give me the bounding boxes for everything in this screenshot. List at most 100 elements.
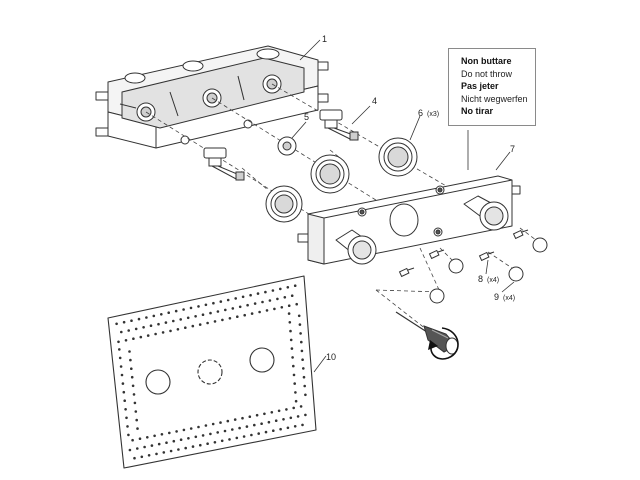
perforation-dot	[292, 364, 295, 368]
perforation-dot	[136, 427, 139, 430]
cover-plate-perforation-dots	[115, 284, 307, 460]
perforation-dot	[209, 432, 212, 436]
notice-line-spanish: No tirar	[461, 106, 494, 117]
perforation-dot	[290, 294, 294, 298]
notice-line-german: Nicht wegwerfen	[461, 93, 528, 104]
leader-lines	[291, 39, 515, 373]
perforation-dot	[282, 418, 285, 421]
perforation-dot	[289, 329, 292, 333]
perforation-dot	[189, 306, 193, 310]
perforation-dot	[121, 382, 125, 385]
perforation-dot	[279, 287, 282, 291]
perforation-dot	[257, 432, 261, 435]
perforation-dot	[199, 443, 202, 447]
perforation-dot	[290, 347, 294, 350]
perforation-dot	[209, 311, 212, 315]
screws	[398, 229, 529, 278]
perforation-dot	[194, 435, 198, 439]
perforation-dot	[292, 373, 296, 377]
perforation-dot	[155, 452, 158, 456]
cover-plate-hole-right	[249, 347, 275, 373]
perforation-dot	[172, 319, 175, 323]
perforation-dot	[234, 297, 237, 300]
perforation-dot	[161, 331, 165, 334]
perforation-dot	[131, 438, 134, 442]
perforation-dot	[212, 301, 215, 305]
perforation-dot	[169, 449, 173, 453]
perforation-dot	[289, 416, 293, 420]
screw-cap	[532, 237, 548, 253]
perforation-dot	[241, 295, 245, 299]
perforation-dot	[168, 431, 171, 435]
perforation-dot	[115, 322, 118, 326]
perforation-dot	[126, 425, 129, 428]
cover-plate-hole-center	[197, 359, 223, 385]
perforation-dot	[147, 454, 151, 457]
perforation-dot	[302, 375, 306, 379]
notice-line-italian: Non buttare	[461, 56, 512, 66]
perforation-dot	[268, 299, 272, 302]
callout-6: 6	[418, 108, 423, 118]
perforation-dot	[300, 349, 304, 353]
perforation-dot	[293, 284, 297, 288]
callout-10: 10	[326, 352, 336, 362]
perforation-dot	[270, 411, 274, 414]
perforation-dot	[213, 320, 217, 323]
rosette-ring	[310, 154, 350, 194]
perforation-dot	[233, 418, 237, 421]
perforation-dot	[127, 329, 130, 332]
perforation-dot	[128, 350, 131, 353]
perforation-dot	[243, 313, 246, 317]
perforation-dot	[191, 324, 195, 328]
screw-caps	[429, 237, 548, 304]
perforation-dot	[300, 340, 303, 344]
perforation-dot	[174, 309, 178, 313]
perforation-dot	[132, 393, 136, 396]
rosette-rings	[265, 137, 418, 223]
perforation-dot	[130, 319, 133, 323]
perforation-dot	[293, 425, 297, 428]
perforation-dot	[127, 433, 130, 437]
perforation-dot	[287, 312, 291, 315]
perforation-dot	[256, 292, 260, 295]
perforation-dot	[258, 310, 261, 314]
perforation-dot	[299, 332, 302, 335]
perforation-dot	[245, 425, 249, 428]
callout-8-qty: (x4)	[487, 277, 499, 284]
perforation-dot	[149, 324, 153, 328]
perforation-dot	[194, 315, 197, 318]
perforation-dot	[241, 416, 244, 420]
perforation-dot	[248, 415, 252, 419]
rough-in-body	[95, 45, 329, 149]
perforation-dot	[191, 445, 195, 448]
perforation-dot	[128, 448, 132, 452]
perforation-dot	[201, 434, 205, 437]
screw	[478, 251, 495, 262]
perforation-dot	[231, 428, 234, 431]
perforation-dot	[294, 399, 298, 403]
perforation-dot	[228, 438, 231, 441]
perforation-dot	[295, 302, 299, 306]
perforation-dot	[291, 356, 294, 359]
perforation-dot	[246, 303, 249, 307]
perforation-dot	[226, 298, 230, 302]
perforation-dot	[179, 318, 182, 321]
notice-line-french: Pas jeter	[461, 81, 499, 92]
perforation-dot	[299, 405, 303, 408]
perforation-dot	[219, 300, 223, 303]
perforation-dot	[274, 419, 278, 423]
callout-9-qty: (x4)	[503, 295, 515, 302]
perforation-dot	[182, 428, 186, 432]
screw	[428, 249, 445, 260]
perforation-dot	[220, 439, 224, 443]
perforation-dot	[131, 384, 135, 388]
screw	[398, 267, 415, 278]
perforation-dot	[175, 430, 178, 433]
perforation-dot	[130, 367, 133, 371]
perforation-dot	[189, 427, 193, 430]
perforation-dot	[133, 456, 136, 460]
perforation-dot	[124, 408, 127, 411]
perforation-dot	[118, 348, 121, 351]
perforation-dot	[231, 307, 235, 310]
perforation-dot	[221, 318, 224, 322]
